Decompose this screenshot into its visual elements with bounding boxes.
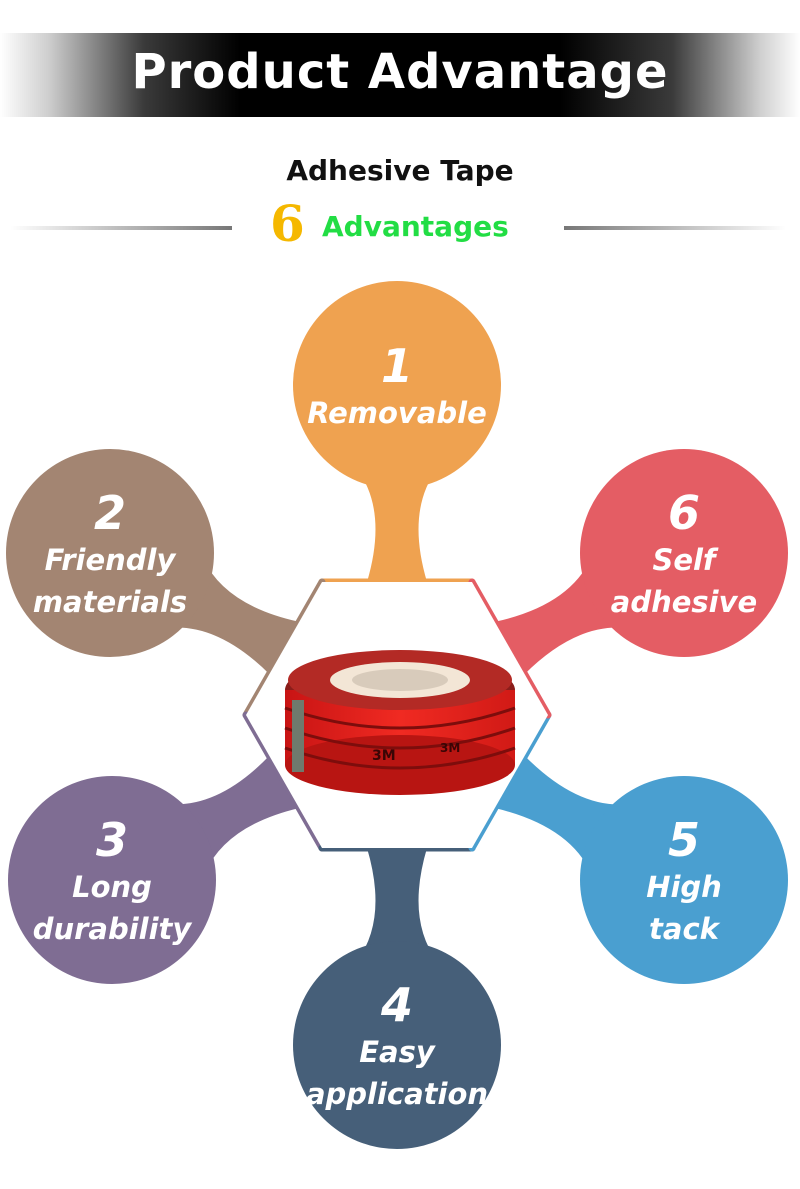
- divider-right: [564, 226, 786, 230]
- subtitle-line1: Adhesive Tape: [286, 154, 514, 187]
- subtitle-line2: Advantages: [322, 210, 509, 243]
- advantage-circle-4: [293, 941, 501, 1149]
- page-title: Product Advantage: [131, 44, 669, 100]
- divider-left: [10, 226, 232, 230]
- advantage-circle-3: [8, 776, 216, 984]
- advantage-number: 6: [667, 486, 700, 540]
- advantage-text: Removable: [307, 396, 487, 430]
- advantage-number: 1: [380, 339, 413, 393]
- advantage-number: 3: [95, 813, 128, 867]
- advantage-circle-6: [580, 449, 788, 657]
- advantage-number: 5: [667, 813, 700, 867]
- connector-4: [357, 848, 437, 961]
- advantage-number: 2: [93, 486, 126, 540]
- svg-text:3M: 3M: [372, 748, 396, 764]
- advantage-number: 4: [380, 978, 413, 1032]
- header-banner: [0, 33, 800, 117]
- advantage-circle-5: [580, 776, 788, 984]
- advantage-count: 6: [270, 194, 305, 253]
- advantage-circle-1: [293, 281, 501, 489]
- advantage-circle-2: [6, 449, 214, 657]
- svg-text:3M: 3M: [440, 741, 460, 755]
- connector-1: [357, 469, 437, 582]
